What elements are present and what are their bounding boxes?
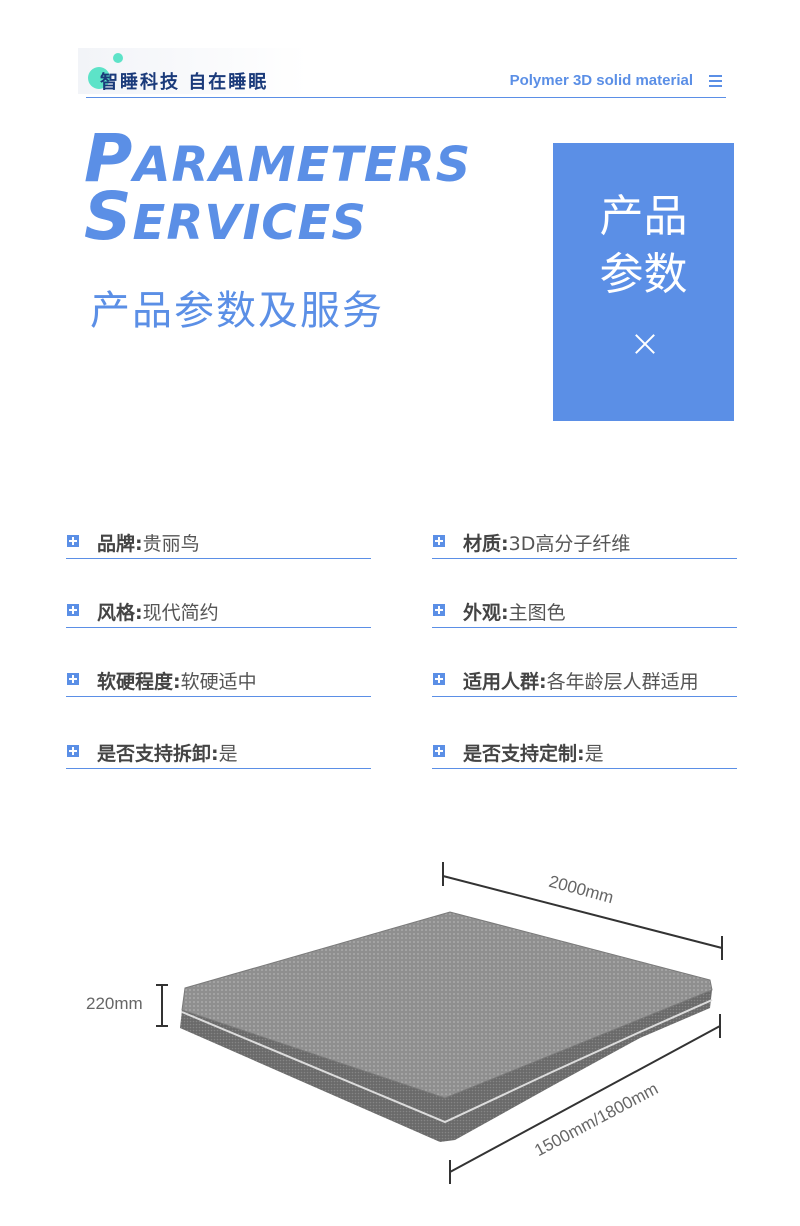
logo-dot-large xyxy=(88,67,110,89)
title-services: SERVICES xyxy=(84,178,367,255)
param-item: 适用人群:各年龄层人群适用 xyxy=(432,659,737,697)
dim-line-width xyxy=(449,1025,721,1173)
param-value: 3D高分子纤维 xyxy=(508,533,631,555)
param-label: 品牌: xyxy=(97,533,143,555)
mattress-side xyxy=(180,990,712,1142)
param-label: 适用人群: xyxy=(463,671,547,693)
param-item: 风格:现代简约 xyxy=(66,590,371,628)
plus-box-icon xyxy=(67,535,79,547)
title-parameters: PARAMETERS xyxy=(84,120,472,197)
param-value: 现代简约 xyxy=(142,602,219,624)
close-icon[interactable] xyxy=(634,333,656,355)
mattress-illustration xyxy=(156,862,723,1184)
param-value: 各年龄层人群适用 xyxy=(546,671,699,693)
param-value: 是 xyxy=(584,743,604,765)
param-item: 外观:主图色 xyxy=(432,590,737,628)
box-line-1: 产品 xyxy=(599,191,688,242)
param-item: 软硬程度:软硬适中 xyxy=(66,659,371,697)
param-label: 软硬程度: xyxy=(97,671,181,693)
box-line-2: 参数 xyxy=(599,249,688,300)
dim-line-length xyxy=(442,875,723,949)
plus-box-icon xyxy=(67,673,79,685)
param-label: 风格: xyxy=(97,602,143,624)
header-divider xyxy=(86,97,726,98)
dimension-height: 220mm xyxy=(86,994,143,1013)
brand-logo-text: 智睡科技 自在睡眠 xyxy=(100,72,269,93)
mattress-seam xyxy=(181,999,713,1124)
param-label: 外观: xyxy=(463,602,509,624)
product-params-box: 产品 参数 xyxy=(553,143,734,421)
param-label: 是否支持定制: xyxy=(463,743,585,765)
param-value: 是 xyxy=(218,743,238,765)
mattress-top xyxy=(181,911,713,1099)
param-item: 材质:3D高分子纤维 xyxy=(432,521,737,559)
hamburger-menu-icon[interactable] xyxy=(709,75,722,87)
param-label: 是否支持拆卸: xyxy=(97,743,219,765)
param-item: 是否支持定制:是 xyxy=(432,731,737,769)
param-value: 贵丽鸟 xyxy=(142,533,200,555)
plus-box-icon xyxy=(433,673,445,685)
plus-box-icon xyxy=(433,604,445,616)
plus-box-icon xyxy=(433,535,445,547)
plus-box-icon xyxy=(433,745,445,757)
header-subtitle: Polymer 3D solid material xyxy=(509,72,693,89)
param-value: 主图色 xyxy=(508,602,566,624)
param-label: 材质: xyxy=(463,533,509,555)
param-item: 是否支持拆卸:是 xyxy=(66,731,371,769)
param-value: 软硬适中 xyxy=(180,671,257,693)
plus-box-icon xyxy=(67,745,79,757)
title-chinese: 产品参数及服务 xyxy=(90,288,384,334)
plus-box-icon xyxy=(67,604,79,616)
param-item: 品牌:贵丽鸟 xyxy=(66,521,371,559)
logo-dot-small xyxy=(113,53,123,63)
